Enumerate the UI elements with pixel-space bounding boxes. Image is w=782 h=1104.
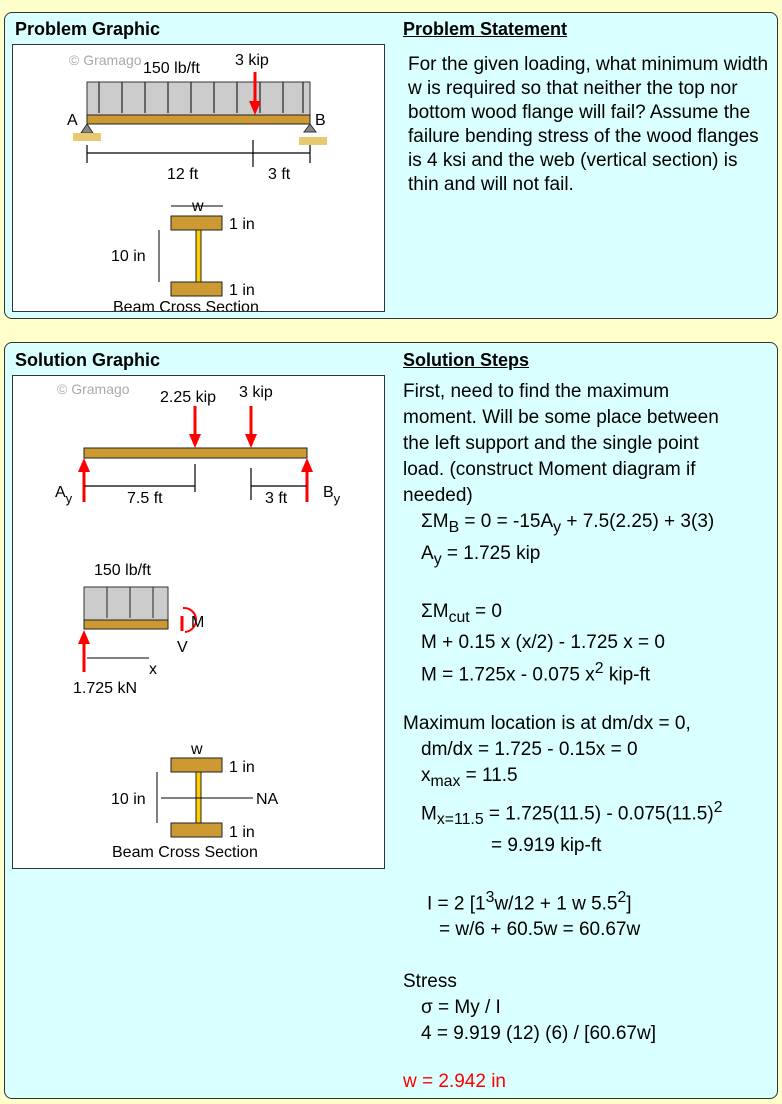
equation-ay: Ay = 1.725 kip (421, 542, 541, 568)
equation-stress: σ = My / I (421, 996, 501, 1018)
equation-mmax-value: = 9.919 kip-ft (491, 834, 602, 856)
fbd-distributed-load (83, 586, 169, 621)
equation-stress-value: 4 = 9.919 (12) (6) / [60.67w] (421, 1022, 656, 1044)
equation-derivative: dm/dx = 1.725 - 0.15x = 0 (421, 738, 638, 760)
ground (299, 137, 327, 145)
fbd-load-arrows (106, 587, 154, 618)
bottom-flange (170, 281, 223, 297)
problem-panel: Problem Graphic Problem Statement © Gram… (4, 12, 778, 319)
load-arrows (98, 82, 304, 113)
solution-diagram: © Gramago 2.25 kip 3 kip Ay By 7.5 ft 3 … (55, 381, 341, 861)
load-arrows (78, 406, 313, 502)
moment-label: M (191, 614, 204, 631)
cross-section-caption: Beam Cross Section (112, 844, 258, 861)
equation-inertia-value: = w/6 + 60.5w = 60.67w (439, 918, 641, 940)
fbd-reaction-arrow (78, 630, 90, 672)
problem-statement-title: Problem Statement (403, 19, 568, 39)
point-load-arrow (249, 72, 261, 115)
bottom-flange (170, 822, 223, 838)
step-text: First, need to find the maximum (403, 381, 670, 402)
solution-panel: Solution Graphic Solution Steps © Gramag… (4, 342, 778, 1099)
web (195, 229, 202, 289)
equation-moment-b: ΣMB = 0 = -15Ay + 7.5(2.25) + 3(3) (421, 511, 715, 536)
dist-2-label: 3 ft (265, 490, 288, 507)
bottom-flange-label: 1 in (229, 824, 255, 841)
top-flange (170, 757, 223, 773)
step-text: load. (construct Moment diagram if (403, 459, 696, 480)
point-load-label: 3 kip (235, 52, 269, 69)
beam-diagram: © Gramago 150 lb/ft 3 kip A B 12 ft 3 ft… (67, 52, 327, 316)
width-label: w (191, 198, 204, 215)
dimension-lines (86, 140, 311, 167)
equation-moment-cut: ΣMcut = 0 (421, 600, 502, 626)
problem-statement: For the given loading, what minimum widt… (408, 54, 769, 195)
problem-graphic-title: Problem Graphic (15, 19, 161, 39)
beam (86, 114, 311, 125)
reaction-b-label: By (323, 484, 341, 506)
bottom-flange-label: 1 in (229, 282, 255, 299)
shear-label: V (177, 639, 188, 656)
support-a-label: A (67, 112, 78, 129)
solution-graphic: © Gramago 2.25 kip 3 kip Ay By 7.5 ft 3 … (12, 375, 385, 869)
step-text: moment. Will be some place between (403, 407, 719, 428)
equation-4: M + 0.15 x (x/2) - 1.725 x = 0 (421, 632, 665, 654)
ground (73, 133, 101, 141)
reaction-label: 1.725 kN (73, 680, 137, 697)
max-intro: Maximum location is at dm/dx = 0, (403, 712, 691, 734)
cross-section-caption: Beam Cross Section (113, 299, 259, 311)
top-flange (170, 215, 223, 231)
support-b-label: B (315, 112, 326, 129)
watermark: © Gramago (57, 381, 130, 397)
pin-support-icon (80, 123, 94, 134)
top-flange-label: 1 in (229, 216, 255, 233)
dist-1-label: 7.5 ft (127, 490, 163, 507)
dist-load-label: 150 lb/ft (143, 60, 200, 77)
equation-inertia: I = 2 [13w/12 + 1 w 5.52] (427, 888, 632, 914)
roller-support-icon (303, 123, 317, 133)
step-text: the left support and the single point (403, 433, 699, 454)
equation-moment: M = 1.725x - 0.075 x2 kip-ft (421, 660, 651, 686)
solution-graphic-title: Solution Graphic (15, 350, 161, 370)
span-1-label: 12 ft (167, 166, 199, 183)
step-text: needed) (403, 485, 473, 506)
moment-arrow-icon (182, 606, 197, 633)
fbd-beam (83, 619, 169, 630)
span-2-label: 3 ft (268, 166, 291, 183)
width-label: w (190, 741, 203, 758)
depth-label: 10 in (111, 791, 146, 808)
web (195, 771, 202, 829)
watermark: © Gramago (69, 52, 142, 68)
equation-xmax: xmax = 11.5 (421, 764, 518, 790)
stress-label: Stress (403, 970, 457, 992)
problem-graphic: © Gramago 150 lb/ft 3 kip A B 12 ft 3 ft… (12, 44, 385, 316)
top-flange-label: 1 in (229, 759, 255, 776)
distributed-load (86, 81, 311, 116)
solution-steps: First, need to find the maximum moment. … (403, 379, 723, 1095)
depth-label: 10 in (111, 248, 146, 265)
load-2-label: 3 kip (239, 384, 273, 401)
neutral-axis-label: NA (256, 791, 279, 808)
x-label: x (149, 661, 157, 678)
reaction-a-label: Ay (55, 484, 73, 506)
dimension-lines (84, 464, 307, 500)
beam (83, 447, 308, 459)
solution-steps-title: Solution Steps (403, 350, 529, 370)
equation-mmax: Mx=11.5 = 1.725(11.5) - 0.075(11.5)2 (421, 798, 723, 828)
load-1-label: 2.25 kip (160, 389, 216, 406)
fbd-load-label: 150 lb/ft (94, 562, 151, 579)
answer: w = 2.942 in (403, 1070, 506, 1092)
